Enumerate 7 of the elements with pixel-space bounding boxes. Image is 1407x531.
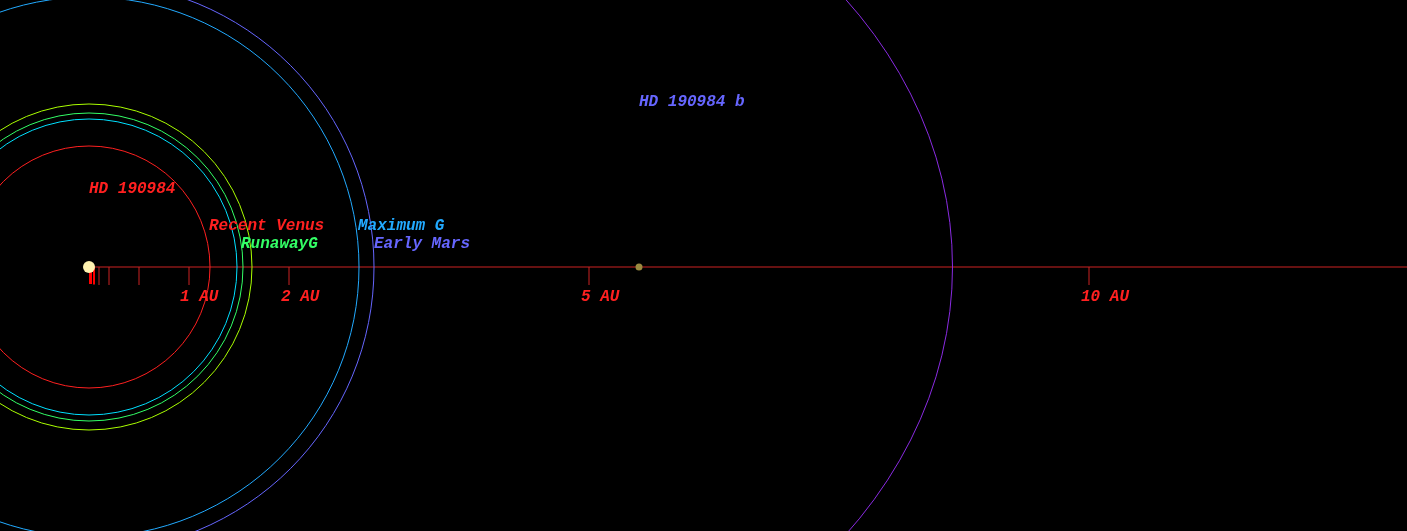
planet-name: HD 190984 b — [639, 93, 745, 111]
zone-label: Early Mars — [374, 235, 470, 253]
scale-label: 2 AU — [281, 288, 320, 306]
zone-label: Maximum G — [358, 217, 445, 235]
scale-label: 5 AU — [581, 288, 620, 306]
star-name: HD 190984 — [89, 180, 176, 198]
scale-label: 10 AU — [1081, 288, 1129, 306]
